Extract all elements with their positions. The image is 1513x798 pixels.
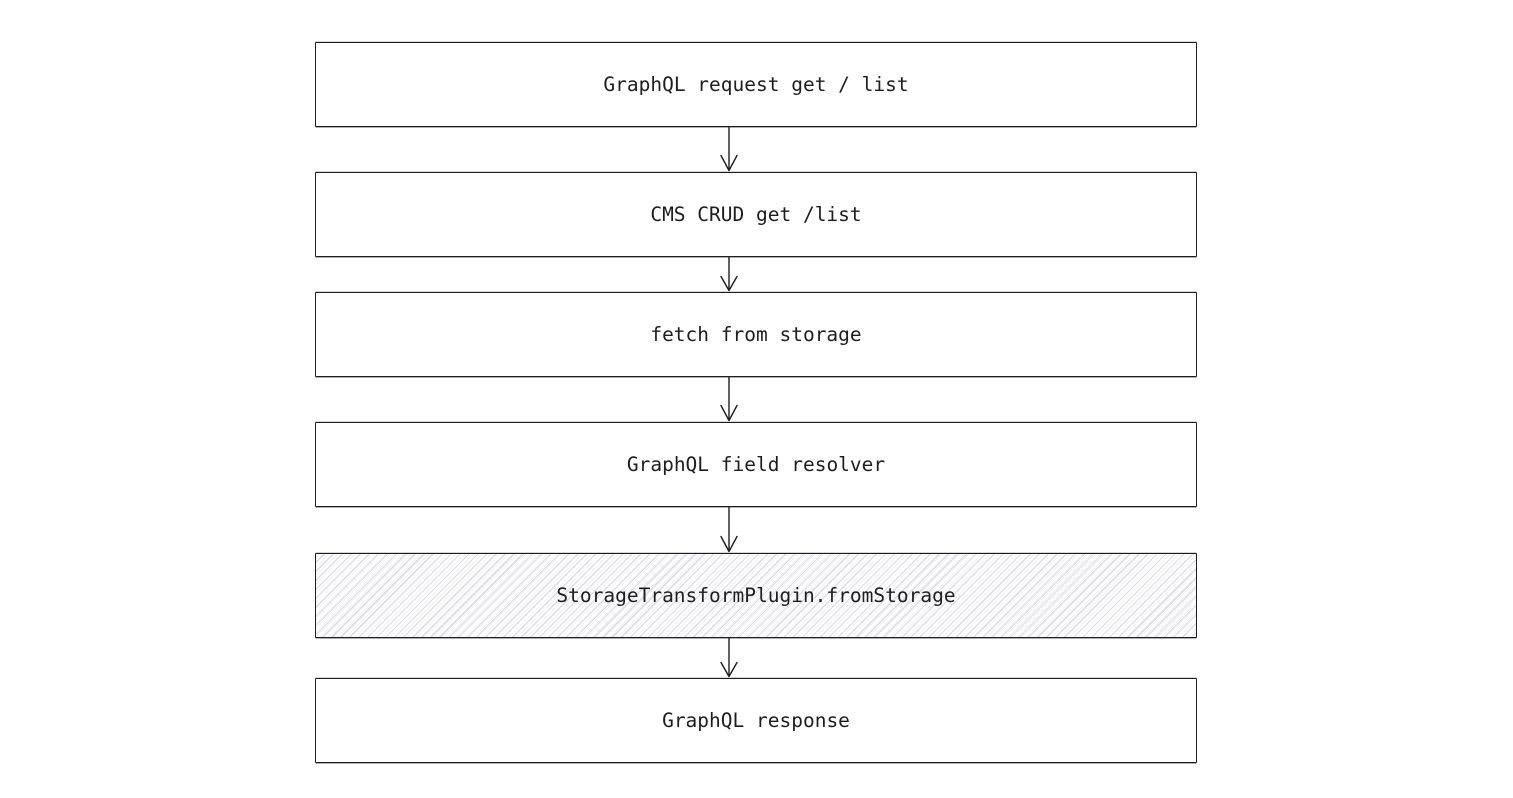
arrow-down-icon bbox=[720, 126, 738, 172]
node-label-graphql-request: GraphQL request get / list bbox=[603, 73, 909, 96]
flow-node-storage-transform-plugin: StorageTransformPlugin.fromStorage bbox=[315, 553, 1197, 638]
arrow-down-icon bbox=[720, 376, 738, 422]
node-label-fetch-from-storage: fetch from storage bbox=[650, 323, 862, 346]
arrow-down-icon bbox=[720, 637, 738, 678]
arrow-down-icon bbox=[720, 506, 738, 553]
flow-node-fetch-from-storage: fetch from storage bbox=[315, 292, 1197, 377]
node-label-cms-crud: CMS CRUD get /list bbox=[650, 203, 862, 226]
flow-node-graphql-field-resolver: GraphQL field resolver bbox=[315, 422, 1197, 507]
flow-node-graphql-response: GraphQL response bbox=[315, 678, 1197, 763]
node-label-graphql-field-resolver: GraphQL field resolver bbox=[626, 453, 886, 476]
flow-node-graphql-request: GraphQL request get / list bbox=[315, 42, 1197, 127]
flow-node-cms-crud: CMS CRUD get /list bbox=[315, 172, 1197, 257]
node-label-graphql-response: GraphQL response bbox=[662, 709, 850, 732]
arrow-down-icon bbox=[720, 256, 738, 292]
node-label-storage-transform-plugin: StorageTransformPlugin.fromStorage bbox=[556, 584, 956, 607]
